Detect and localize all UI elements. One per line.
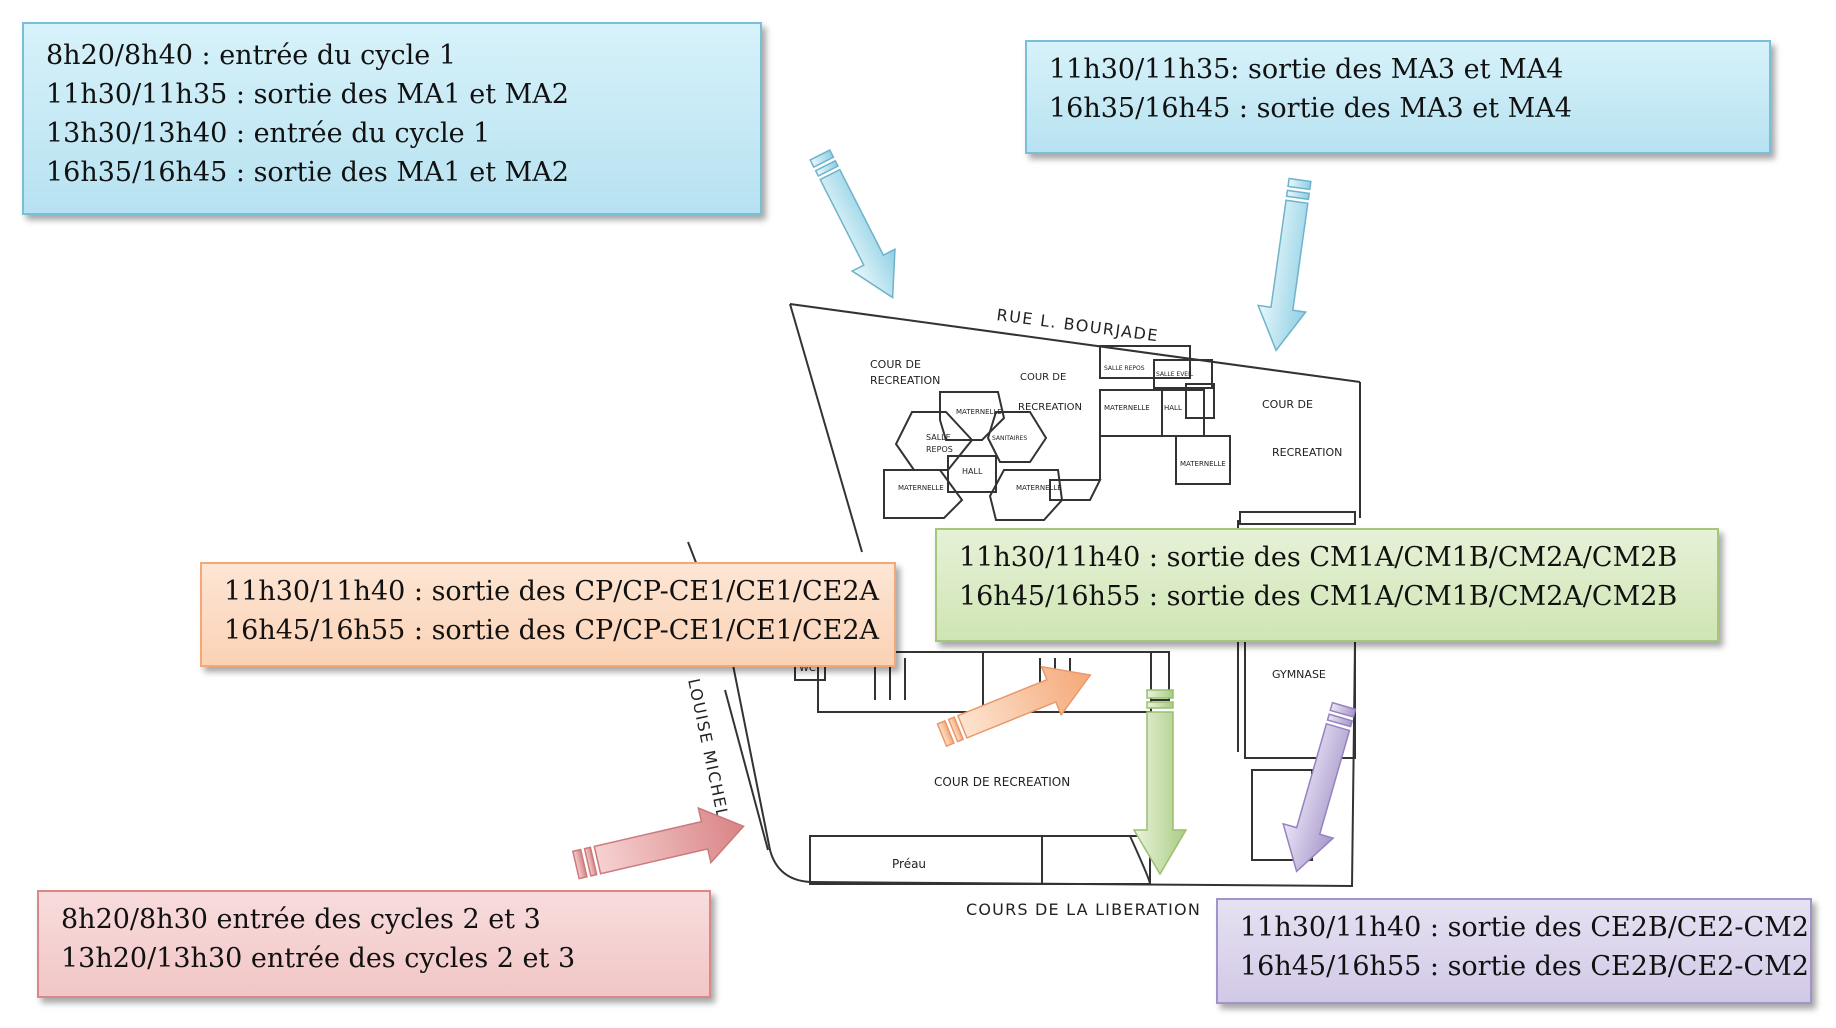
schedule-line: 11h30/11h40 : sortie des CP/CP-CE1/CE1/C… xyxy=(224,576,880,607)
schedule-line: 13h30/13h40 : entrée du cycle 1 xyxy=(46,118,491,149)
arrow-entrance-cycles-2-3-icon xyxy=(571,806,745,880)
street-name-west: LOUISE MICHEL xyxy=(684,677,732,821)
boundary-west-lower xyxy=(724,689,769,851)
plan-label-cour-bottom: COUR DE RECREATION xyxy=(934,775,1070,789)
plan-label-salle-repos-2: REPOS xyxy=(926,445,953,454)
street-louise-michel-edge xyxy=(687,541,811,883)
plan-label-cour-left-2: RECREATION xyxy=(870,374,940,387)
schedule-line: 13h20/13h30 entrée des cycles 2 et 3 xyxy=(61,943,576,974)
schedule-box-cycles-2-3: 8h20/8h30 entrée des cycles 2 et 3 13h20… xyxy=(37,890,711,998)
plan-label-maternelle-5: MATERNELLE xyxy=(1180,460,1226,468)
plan-label-gymnase: GYMNASE xyxy=(1272,668,1326,681)
schedule-line: 11h30/11h40 : sortie des CM1A/CM1B/CM2A/… xyxy=(959,542,1678,573)
plan-label-maternelle-3: MATERNELLE xyxy=(1016,484,1062,492)
arrow-exit-cp-ce-icon xyxy=(936,665,1092,748)
arrow-exit-cm-icon xyxy=(1132,689,1188,876)
plan-label-maternelle-2: MATERNELLE xyxy=(898,484,944,492)
schedule-line: 8h20/8h30 entrée des cycles 2 et 3 xyxy=(61,904,541,935)
arrow-entrance-cycle1-icon xyxy=(809,148,896,299)
plan-label-preau: Préau xyxy=(892,857,926,871)
schedule-line: 16h35/16h45 : sortie des MA3 et MA4 xyxy=(1049,93,1572,124)
maternelle-building-left xyxy=(883,391,1064,521)
plan-label-hall-1: HALL xyxy=(962,467,983,476)
plan-label-sanitaires: SANITAIRES xyxy=(992,435,1027,442)
schedule-box-cycle1-ma1-ma2: 8h20/8h40 : entrée du cycle 1 11h30/11h3… xyxy=(22,22,762,215)
plan-label-cour-right: COUR DE xyxy=(1262,398,1313,411)
street-name-south: COURS DE LA LIBERATION xyxy=(966,900,1201,919)
plan-label-salle-eveil: SALLE EVEIL xyxy=(1156,371,1194,378)
arrow-exit-ce2b-icon xyxy=(1282,701,1357,873)
schedule-line: 16h45/16h55 : sortie des CE2B/CE2-CM2 xyxy=(1240,951,1809,982)
plan-label-salle-repos: SALLE xyxy=(926,433,951,442)
plan-label-maternelle-4: MATERNELLE xyxy=(1104,404,1150,412)
schedule-box-ce2b: 11h30/11h40 : sortie des CE2B/CE2-CM2 16… xyxy=(1216,898,1812,1004)
schedule-line: 16h45/16h55 : sortie des CP/CP-CE1/CE1/C… xyxy=(224,615,880,646)
maternelle-building-center xyxy=(1049,345,1231,501)
schedule-box-cm: 11h30/11h40 : sortie des CM1A/CM1B/CM2A/… xyxy=(935,528,1719,642)
schedule-box-cp-ce: 11h30/11h40 : sortie des CP/CP-CE1/CE1/C… xyxy=(200,562,896,667)
plan-label-cour-right-2: RECREATION xyxy=(1272,446,1342,459)
schedule-line: 11h30/11h40 : sortie des CE2B/CE2-CM2 xyxy=(1240,912,1809,943)
schedule-line: 11h30/11h35 : sortie des MA1 et MA2 xyxy=(46,79,569,110)
schedule-line: 11h30/11h35: sortie des MA3 et MA4 xyxy=(1049,54,1564,85)
schedule-line: 16h45/16h55 : sortie des CM1A/CM1B/CM2A/… xyxy=(959,581,1678,612)
plan-label-cour-left: COUR DE xyxy=(870,358,921,371)
plan-label-cour-mid: COUR DE xyxy=(1020,372,1066,383)
site-boundary-north xyxy=(789,303,1361,383)
schedule-line: 8h20/8h40 : entrée du cycle 1 xyxy=(46,40,456,71)
street-name-north: RUE L. BOURJADE xyxy=(995,305,1160,345)
site-boundary-west xyxy=(789,303,863,553)
schedule-line: 16h35/16h45 : sortie des MA1 et MA2 xyxy=(46,157,569,188)
plan-label-cour-mid-2: RECREATION xyxy=(1018,402,1082,413)
plan-label-hall-2: HALL xyxy=(1164,404,1182,412)
plan-label-maternelle-1: MATERNELLE xyxy=(956,408,1002,416)
arrow-exit-ma3-ma4-icon xyxy=(1256,177,1312,352)
plan-label-wc: WC xyxy=(799,663,816,674)
schedule-box-ma3-ma4: 11h30/11h35: sortie des MA3 et MA4 16h35… xyxy=(1025,40,1771,154)
plan-label-salle-repos-top: SALLE REPOS xyxy=(1104,365,1145,372)
